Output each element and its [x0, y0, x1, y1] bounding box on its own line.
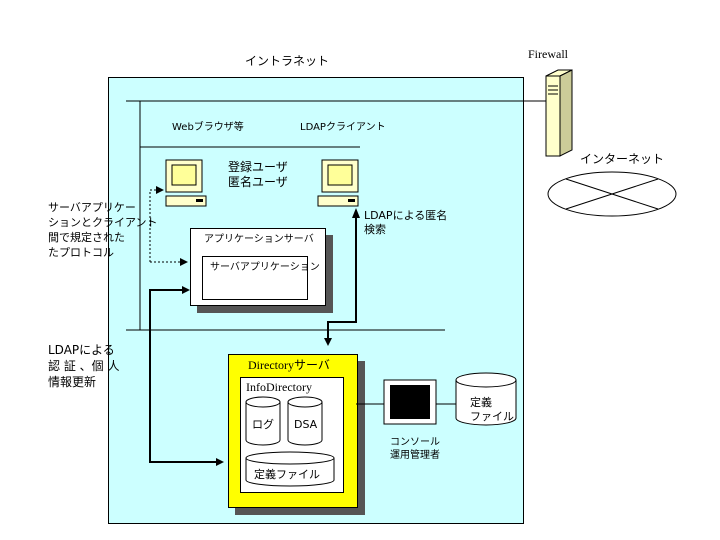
log-label: ログ: [252, 418, 274, 431]
users-label: 登録ユーザ 匿名ユーザ: [228, 160, 288, 189]
firewall-icon: [545, 69, 573, 157]
ldap-client-label: LDAPクライアント: [300, 122, 386, 133]
ldap-auth-arrow-head-left: [182, 286, 190, 294]
application-server-label: アプリケーションサーバ: [204, 234, 314, 245]
ldap-search-arrow-head-up: [352, 208, 360, 218]
ldap-client-pc-icon: [317, 159, 359, 207]
firewall-label: Firewall: [528, 47, 568, 61]
log-cylinder-icon: [245, 396, 281, 446]
intranet-label: イントラネット: [245, 54, 330, 68]
dsa-cylinder-icon: [287, 396, 323, 446]
protocol-note: サーバアプリケー ションとクライアント 間で規定された たプロトコル: [48, 201, 158, 259]
infodirectory-label: InfoDirectory: [246, 380, 312, 394]
ldap-search-label: LDAPによる匿名 検索: [364, 209, 448, 236]
internet-cloud: [547, 171, 677, 217]
console-monitor-icon: [383, 379, 437, 425]
dsa-label: DSA: [294, 418, 318, 431]
ldap-auth-label: LDAPによる 認 証 、個 人 情報更新: [48, 343, 120, 389]
server-application-label: サーバアプリケーション: [210, 262, 320, 273]
server-application-box: [202, 256, 308, 300]
internet-label: インターネット: [580, 152, 665, 166]
protocol-arrow-up: [149, 186, 164, 262]
console-label: コンソール 運用管理者: [390, 437, 440, 461]
definition-file-inner-label: 定義ファイル: [254, 468, 320, 481]
definition-file-outer-cylinder-icon: [455, 372, 517, 426]
definition-file-inner-cylinder-icon: [245, 451, 335, 487]
web-browser-pc-icon: [165, 159, 207, 207]
ldap-search-arrow: [324, 214, 357, 346]
ldap-auth-arrow: [149, 289, 224, 466]
directory-server-label: Directoryサーバ: [248, 358, 330, 372]
web-browser-label: Webブラウザ等: [172, 122, 244, 133]
definition-file-outer-label: 定義 ファイル: [470, 396, 514, 423]
